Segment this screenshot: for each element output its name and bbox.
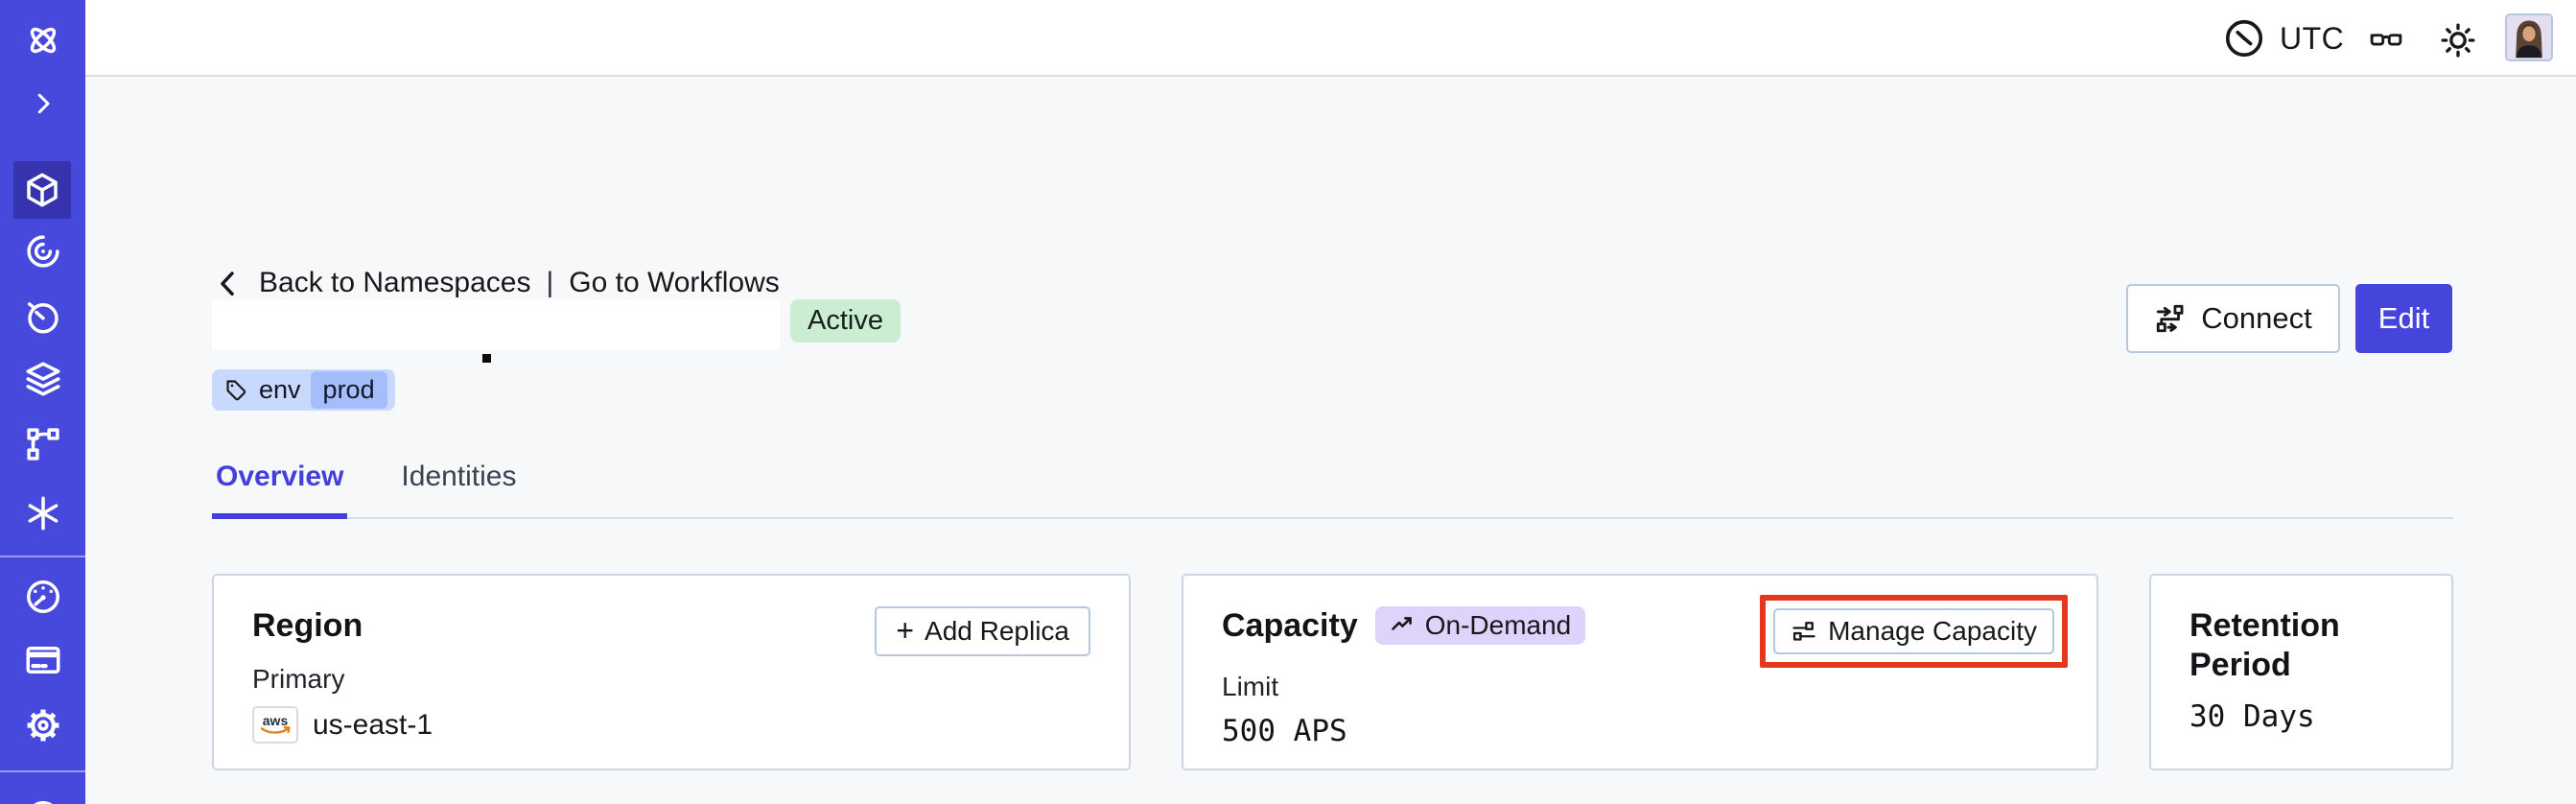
tab-identities[interactable]: Identities: [401, 461, 517, 492]
brightness-icon: [2441, 23, 2475, 58]
status-badge: Active: [790, 299, 901, 343]
add-replica-button[interactable]: + Add Replica: [875, 606, 1090, 656]
capacity-card-title: Capacity: [1222, 607, 1358, 644]
asterisk-icon: [28, 496, 58, 531]
timer-icon: [27, 302, 59, 334]
on-demand-label: On-Demand: [1424, 610, 1572, 641]
connect-flow-icon: [2157, 304, 2184, 333]
partial-circle-icon: [33, 801, 53, 804]
back-arrow-icon[interactable]: [213, 268, 244, 298]
on-demand-badge: On-Demand: [1374, 606, 1586, 646]
labs-toggle-button[interactable]: [2366, 23, 2406, 56]
tag-value: prod: [310, 371, 387, 409]
retention-card: Retention Period 30 Days: [2149, 574, 2453, 770]
region-card-title: Region: [252, 607, 363, 644]
sliders-icon: [1792, 622, 1815, 641]
timezone-label: UTC: [2280, 20, 2345, 56]
sidebar-item-namespaces[interactable]: [13, 161, 71, 219]
sidebar: [0, 0, 85, 804]
red-annotation-box: Manage Capacity: [1760, 595, 2068, 668]
plus-icon: +: [896, 612, 915, 648]
breadcrumb-divider: |: [546, 267, 554, 298]
sidebar-item-schedules[interactable]: [22, 296, 64, 338]
retention-value: 30 Days: [2190, 699, 2315, 734]
manage-capacity-label: Manage Capacity: [1828, 616, 2037, 646]
gear-icon: [27, 709, 59, 742]
back-to-namespaces-link[interactable]: Back to Namespaces: [259, 267, 531, 298]
go-to-workflows-link[interactable]: Go to Workflows: [569, 267, 780, 298]
redaction-artifact: [482, 354, 491, 363]
sidebar-item-help[interactable]: [22, 796, 64, 804]
limit-label: Limit: [1222, 672, 1279, 701]
namespace-tag: env prod: [212, 369, 395, 411]
manage-capacity-button[interactable]: Manage Capacity: [1773, 608, 2054, 654]
tag-icon: [226, 380, 246, 401]
connect-button[interactable]: Connect: [2126, 284, 2340, 353]
sidebar-item-billing[interactable]: [22, 639, 64, 681]
sidebar-item-deployments[interactable]: [22, 423, 64, 465]
tab-overview[interactable]: Overview: [212, 461, 348, 519]
trending-up-icon: [1391, 617, 1412, 631]
cube-icon: [27, 173, 58, 207]
theme-toggle-button[interactable]: [2439, 21, 2477, 59]
aws-logo-text: aws: [263, 713, 289, 728]
topbar: UTC: [85, 0, 2576, 77]
tag-key: env: [259, 375, 301, 404]
retention-card-title: Retention Period: [2190, 607, 2340, 683]
main-content: Back to Namespaces | Go to Workflows Act…: [85, 77, 2576, 804]
layers-icon: [26, 362, 59, 396]
sidebar-divider: [0, 770, 85, 772]
clock-icon: [2225, 19, 2263, 58]
region-value: us-east-1: [313, 708, 433, 741]
connect-button-label: Connect: [2201, 301, 2312, 335]
glasses-icon: [2370, 34, 2402, 46]
region-card: Region + Add Replica Primary aws us-east…: [212, 574, 1131, 770]
limit-value: 500 APS: [1222, 714, 1347, 748]
capacity-card: Capacity On-Demand: [1182, 574, 2098, 770]
swirl-icon: [26, 235, 59, 268]
sidebar-item-usage[interactable]: [22, 576, 64, 618]
add-replica-label: Add Replica: [925, 616, 1069, 646]
sidebar-item-workflows[interactable]: [22, 230, 64, 272]
timezone-selector[interactable]: UTC: [2223, 17, 2344, 59]
sidebar-item-nexus[interactable]: [22, 492, 64, 534]
tab-bar: Overview Identities: [212, 461, 2453, 519]
sidebar-expand-chevron-icon[interactable]: [22, 83, 64, 125]
edit-button-label: Edit: [2377, 301, 2430, 335]
sidebar-item-settings[interactable]: [22, 704, 64, 746]
breadcrumb: Back to Namespaces | Go to Workflows: [213, 267, 780, 299]
sidebar-item-stack[interactable]: [22, 358, 64, 400]
namespace-name-redacted: [212, 300, 780, 350]
edit-button[interactable]: Edit: [2355, 284, 2452, 353]
primary-label: Primary: [252, 664, 345, 694]
aws-provider-badge: aws: [252, 706, 298, 744]
temporal-logo-icon[interactable]: [22, 19, 64, 61]
sidebar-divider: [0, 556, 85, 557]
branch-icon: [26, 428, 59, 461]
billing-card-icon: [26, 647, 59, 674]
user-avatar[interactable]: [2505, 13, 2553, 61]
gauge-icon: [26, 580, 59, 613]
